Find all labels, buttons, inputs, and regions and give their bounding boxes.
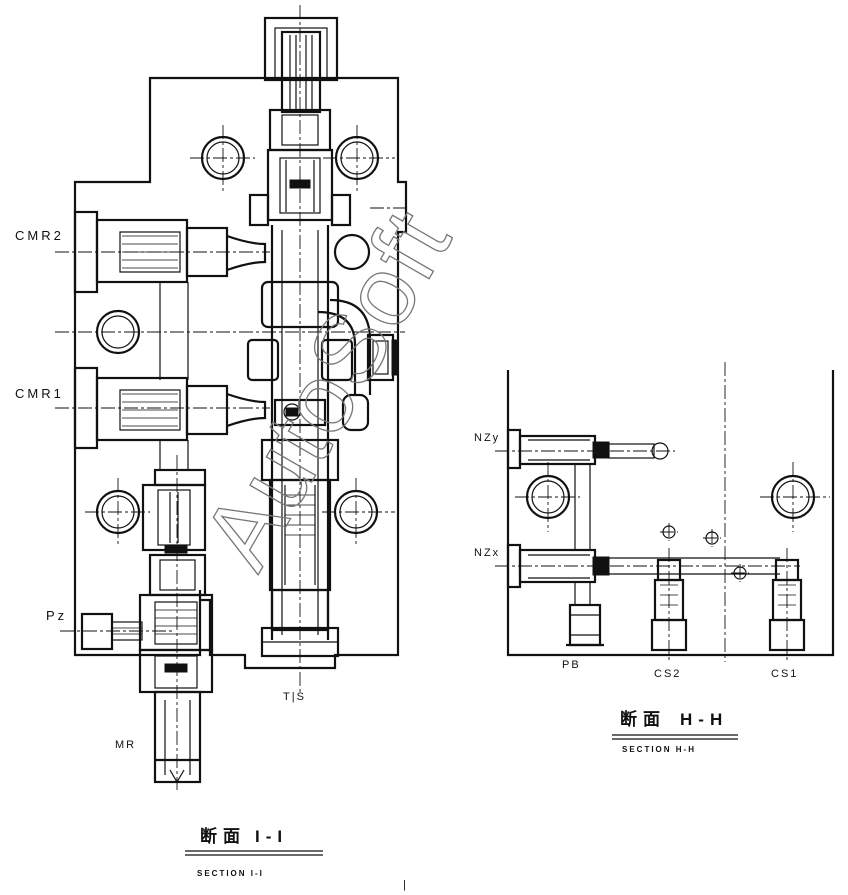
port-label-pz: Pz [46, 608, 67, 623]
pz-port-fitting [60, 612, 175, 651]
section-h-title-jp: 断面 [620, 709, 666, 729]
pb-plug [566, 603, 604, 647]
port-label-nzx: NZx [474, 547, 500, 559]
port-label-pb: PB [562, 659, 581, 671]
port-label-cmr1: CMR1 [15, 386, 64, 401]
section-i-title-jp: 断面 [200, 826, 246, 846]
nzx-port-fitting [495, 543, 800, 589]
centerlines-right [515, 462, 830, 582]
valve-body-h-outline [506, 370, 835, 657]
nzy-port-fitting [495, 428, 675, 470]
bolt-holes-right [525, 474, 816, 580]
port-label-nzy: NZy [474, 432, 500, 444]
port-label-cs2: CS2 [654, 668, 681, 680]
mr-relief-valve [138, 455, 214, 790]
cs2-valve [650, 548, 688, 660]
port-label-mr: MR [115, 739, 136, 751]
section-i-i-view: CMR2 CMR1 Pz MR T|S 断面 I-I SECTION I-I [15, 5, 408, 878]
section-h-subtitle: SECTION H-H [622, 745, 696, 754]
section-h-title: 断面 H-H SECTION H-H [612, 709, 738, 754]
elbow-passage [317, 233, 399, 432]
section-h-title-id: H-H [680, 710, 728, 729]
port-label-ts: T|S [283, 691, 306, 703]
footer-mark: | [403, 879, 408, 891]
section-i-title: 断面 I-I SECTION I-I [185, 826, 323, 878]
port-label-cmr2: CMR2 [15, 228, 64, 243]
centerlines-left [55, 5, 406, 695]
port-label-cs1: CS1 [771, 668, 798, 680]
cs1-valve [768, 548, 806, 660]
section-i-subtitle: SECTION I-I [197, 869, 264, 878]
section-h-h-view: NZy NZx PB CS2 CS1 断面 H-H SECTION H-H [474, 362, 835, 754]
section-i-title-id: I-I [255, 827, 288, 846]
watermark-text: AutoSoft [181, 191, 472, 585]
valve-body-outline [73, 76, 408, 670]
